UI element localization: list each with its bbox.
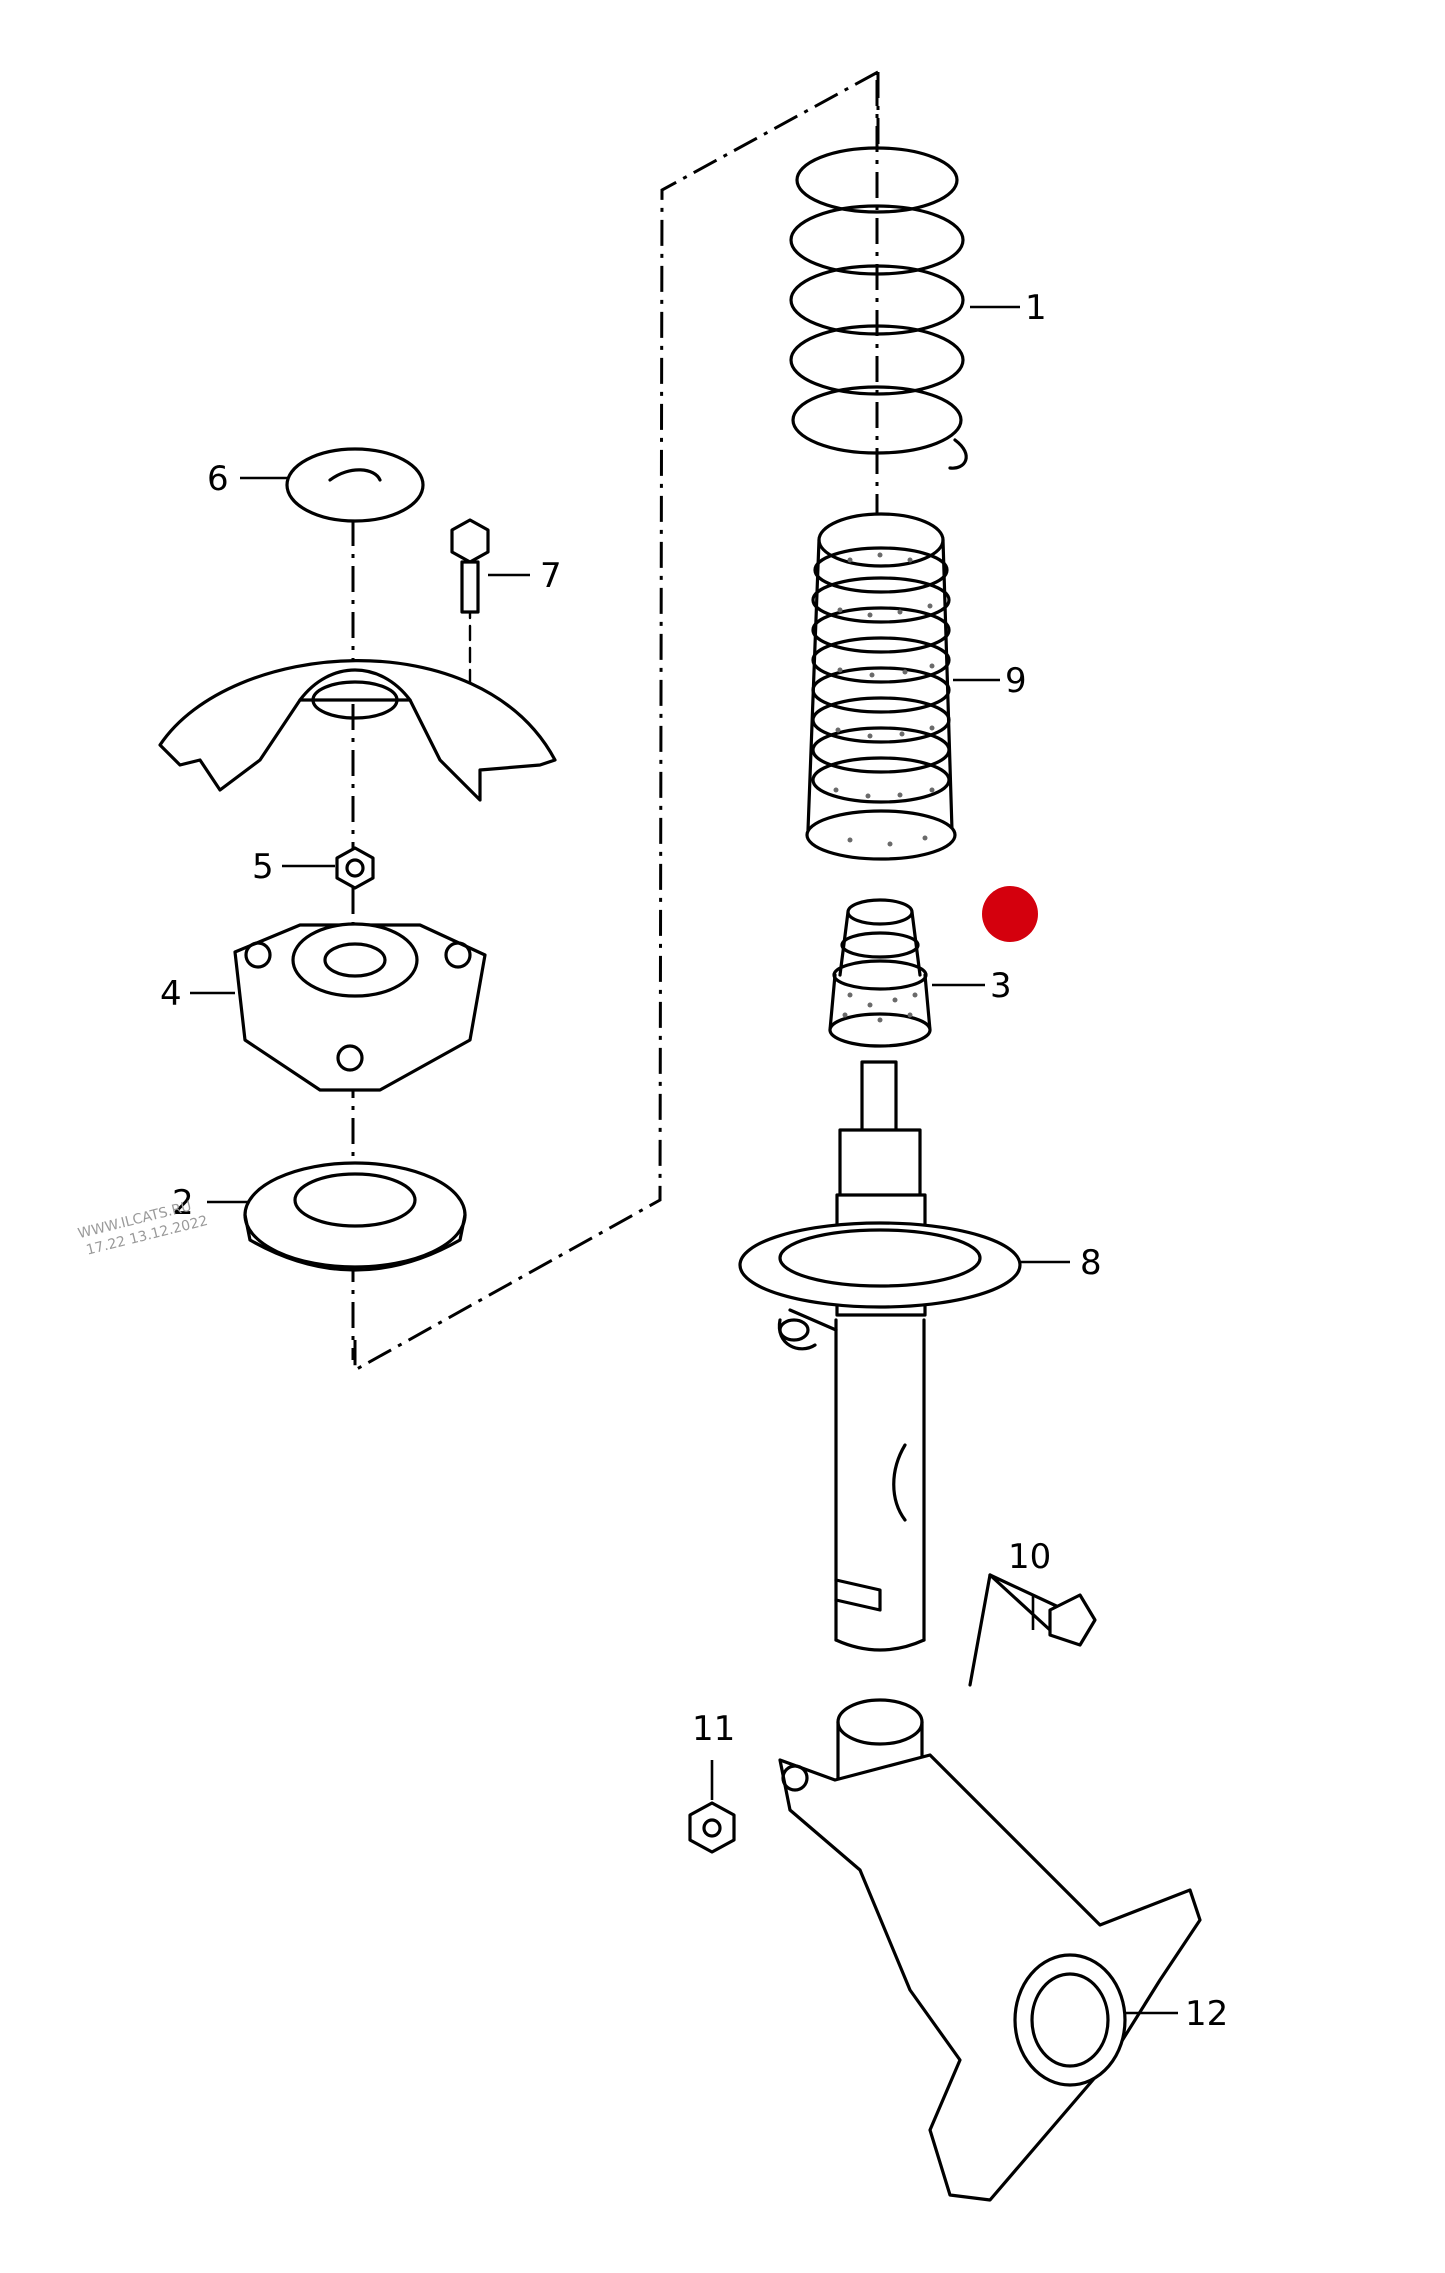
- strut-top-mount: [233, 922, 487, 1092]
- strut-bearing: [243, 1161, 467, 1272]
- callout-6[interactable]: 6: [207, 459, 229, 499]
- strut-shield: [158, 659, 557, 802]
- callout-10[interactable]: 10: [1008, 1537, 1051, 1577]
- clamp-bolt: [968, 1573, 1097, 1687]
- shock-absorber-strut: [738, 1060, 1022, 1652]
- red-marker-dot[interactable]: [982, 886, 1038, 942]
- dust-boot: [805, 512, 957, 861]
- callout-11[interactable]: 11: [692, 1709, 735, 1749]
- callout-2[interactable]: 2: [172, 1183, 194, 1223]
- callout-1[interactable]: 1: [1025, 288, 1047, 328]
- callout-9[interactable]: 9: [1005, 661, 1027, 701]
- shield-bolt: [450, 518, 490, 614]
- top-mount-nut: [335, 846, 375, 890]
- strut-cap: [285, 447, 425, 523]
- coil-spring: [789, 146, 968, 470]
- callout-4[interactable]: 4: [160, 974, 182, 1014]
- callout-8[interactable]: 8: [1080, 1243, 1102, 1283]
- callout-12[interactable]: 12: [1185, 1994, 1228, 2034]
- watermark: WWW.ILCATS.RU 17.22 13.12.2022: [76, 1198, 209, 1258]
- callout-5[interactable]: 5: [252, 847, 274, 887]
- callout-7[interactable]: 7: [540, 556, 562, 596]
- clamp-nut: [688, 1801, 736, 1854]
- bump-stop: [828, 898, 932, 1048]
- callout-3[interactable]: 3: [990, 966, 1012, 1006]
- steering-knuckle: [778, 1698, 1202, 2202]
